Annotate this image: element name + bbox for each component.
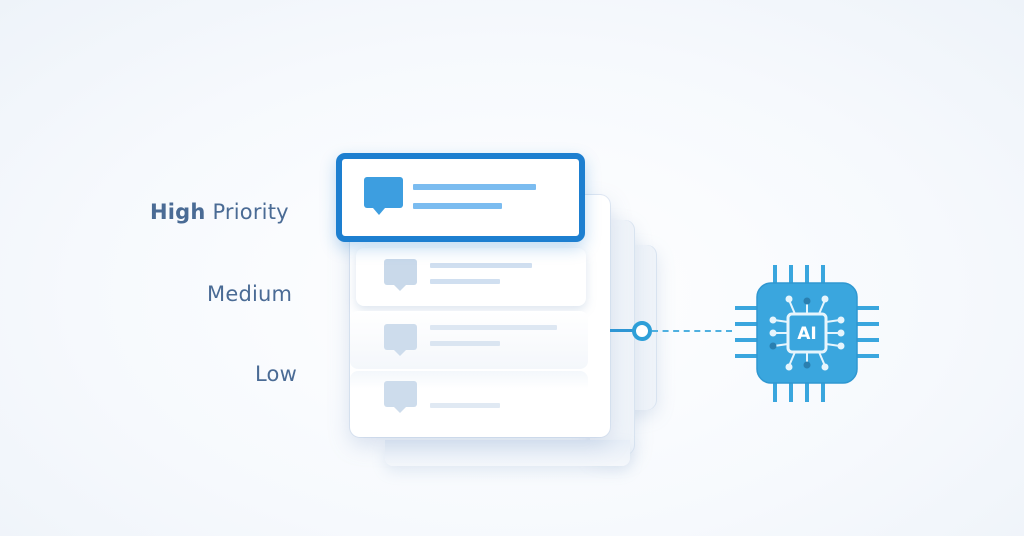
text-line-placeholder: [430, 279, 500, 284]
text-line-placeholder: [430, 325, 557, 330]
message-bubble-icon: [364, 177, 403, 215]
connector-line: [610, 329, 636, 332]
text-line-placeholder: [430, 263, 532, 268]
label-high-priority: High Priority: [150, 200, 289, 224]
list-item-medium[interactable]: [356, 248, 586, 306]
ai-chip-icon: AI: [733, 262, 883, 404]
ai-chip-label: AI: [797, 324, 817, 344]
stack-shadow-layer: [385, 440, 630, 466]
label-high-rest: Priority: [205, 200, 289, 224]
text-line-placeholder: [430, 341, 500, 346]
connector-dashed-line: [652, 330, 732, 332]
label-high-bold: High: [150, 200, 206, 224]
text-line-placeholder: [430, 403, 500, 408]
connector-node: [632, 321, 652, 341]
message-bubble-icon: [384, 381, 417, 413]
list-item-low-1[interactable]: [350, 311, 588, 369]
label-low: Low: [255, 362, 297, 386]
message-bubble-icon: [384, 324, 417, 356]
text-line-placeholder: [413, 184, 536, 190]
list-item-low-2[interactable]: [350, 371, 588, 429]
message-bubble-icon: [384, 259, 417, 291]
list-item-high-priority[interactable]: [336, 153, 585, 242]
text-line-placeholder: [413, 203, 502, 209]
label-medium: Medium: [207, 282, 293, 306]
